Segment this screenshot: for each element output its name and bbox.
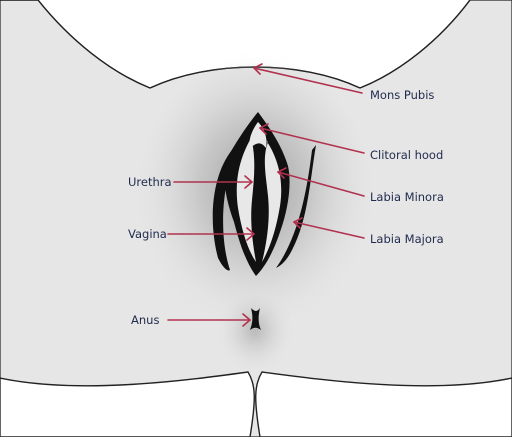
label-anus: Anus [131, 313, 159, 327]
labia-majora-right [276, 145, 316, 268]
vaginal-opening [253, 208, 262, 244]
label-mons-pubis: Mons Pubis [370, 88, 434, 102]
anus-mark [250, 308, 261, 330]
urethra-opening [254, 176, 262, 188]
label-clitoral-hood: Clitoral hood [370, 148, 443, 162]
labia-majora-left [212, 150, 236, 271]
right-thigh-crease [359, 0, 471, 89]
arrow-labia-minora [277, 167, 365, 197]
arrow-vagina [167, 227, 255, 241]
label-labia-majora: Labia Majora [370, 232, 444, 246]
left-thigh-crease [0, 0, 151, 89]
arrow-mons-pubis [253, 63, 363, 94]
label-vagina: Vagina [128, 227, 167, 241]
arrow-clitoral-hood [259, 123, 365, 154]
right-buttock [255, 371, 512, 437]
arrow-labia-majora [293, 217, 365, 239]
label-urethra: Urethra [128, 175, 172, 189]
labia-minora-right-fill [262, 140, 282, 262]
arrow-anus [167, 313, 251, 327]
perineum-shading [215, 285, 295, 375]
arrow-urethra [173, 175, 253, 189]
left-buttock [0, 371, 255, 437]
label-labia-minora: Labia Minora [370, 190, 444, 204]
